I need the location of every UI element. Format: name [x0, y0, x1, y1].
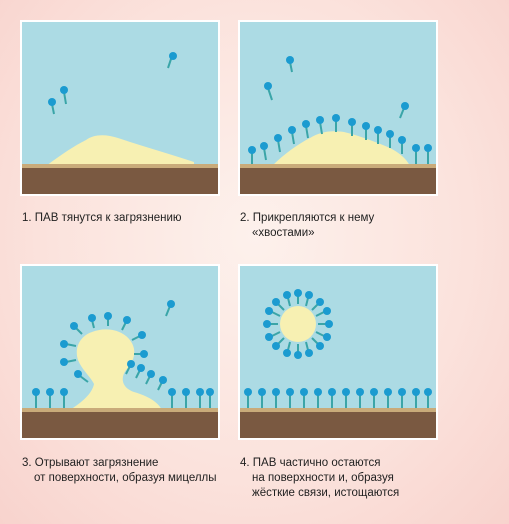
caption-line: 2. Прикрепляются к нему	[240, 212, 375, 224]
soil-surface	[240, 412, 436, 438]
step-3-caption: 3. Отрывают загрязнение от поверхности, …	[22, 456, 217, 486]
dirt-blob	[46, 135, 194, 166]
soil-surface	[22, 412, 218, 438]
caption-line: 1. ПАВ тянутся к загрязнению	[22, 212, 182, 224]
step-4-caption: 4. ПАВ частично остаются на поверхности …	[240, 456, 399, 501]
caption-line: на поверхности и, образуя	[252, 472, 394, 484]
step-1-panel	[20, 20, 220, 196]
soil-surface	[240, 168, 436, 194]
step-4-panel	[238, 264, 438, 440]
step-3-illustration	[22, 266, 218, 438]
step-4-illustration	[240, 266, 436, 438]
micelle-surfactants	[270, 296, 326, 352]
caption-line: 4. ПАВ частично остаются	[240, 457, 381, 469]
step-2-illustration	[240, 22, 436, 194]
caption-line: «хвостами»	[252, 227, 315, 239]
caption-line: от поверхности, образуя мицеллы	[34, 472, 217, 484]
step-1-caption: 1. ПАВ тянутся к загрязнению	[22, 211, 182, 226]
step-3-panel	[20, 264, 220, 440]
step-2-caption: 2. Прикрепляются к нему «хвостами»	[240, 211, 374, 241]
step-2-panel	[238, 20, 438, 196]
caption-line: 3. Отрывают загрязнение	[22, 457, 159, 469]
dirt-blob	[272, 131, 410, 166]
caption-line: жёсткие связи, истощаются	[252, 487, 400, 499]
soil-surface	[22, 168, 218, 194]
micelle-forming	[35, 305, 211, 408]
dirt-blob	[70, 329, 162, 410]
micelle	[280, 306, 316, 342]
step-1-illustration	[22, 22, 218, 194]
surfactant-layer	[247, 394, 429, 408]
